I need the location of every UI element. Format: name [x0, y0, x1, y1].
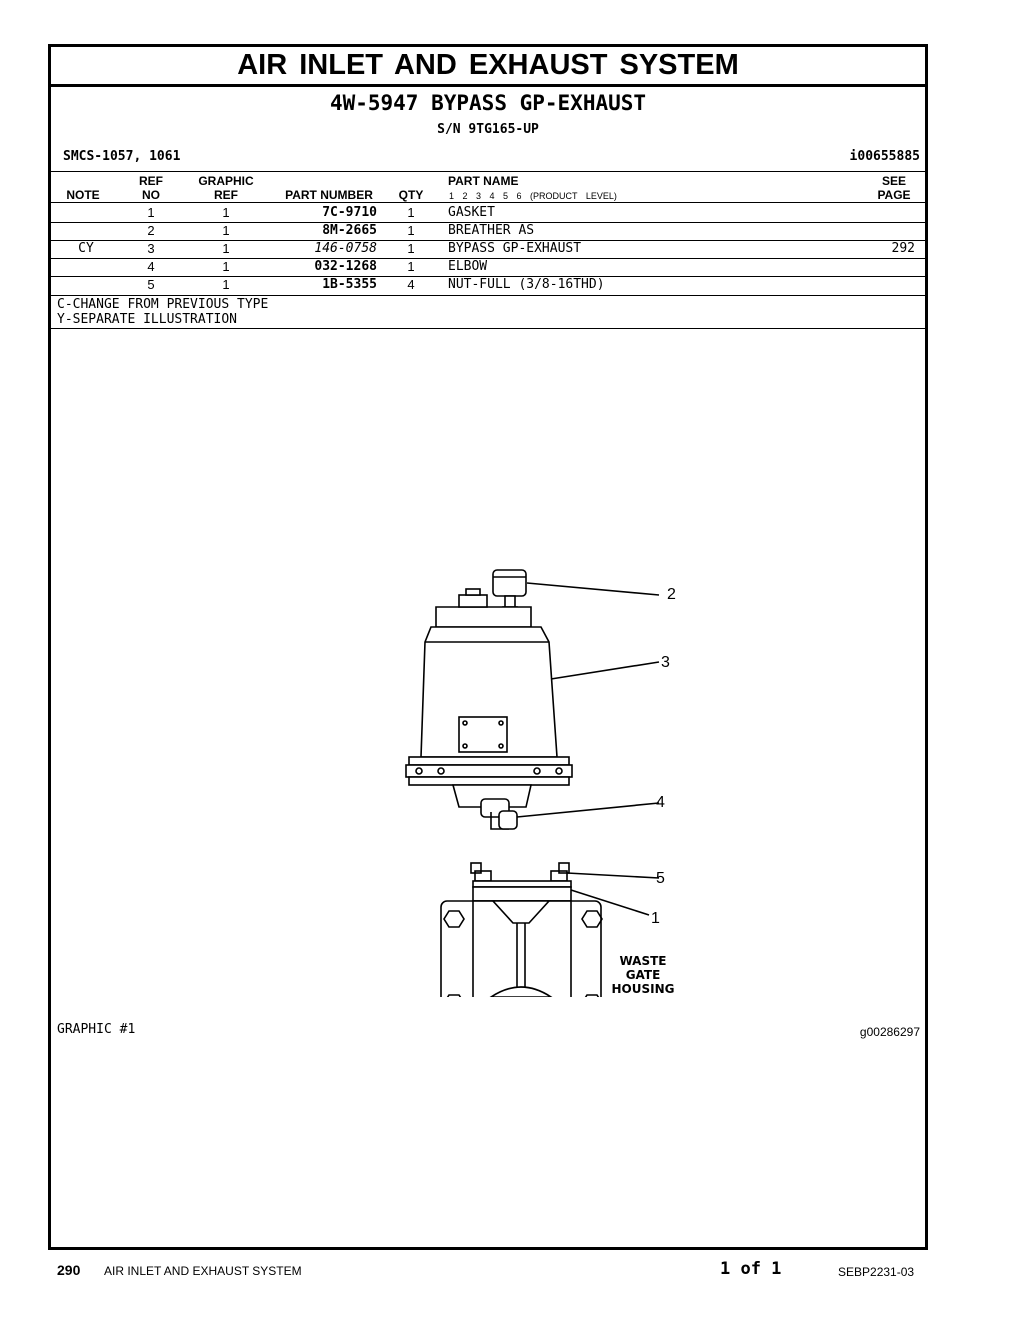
callout-2: 2 — [667, 586, 676, 603]
see-page-value: 292 — [891, 241, 915, 256]
smcs-code: SMCS-1057, 1061 — [63, 149, 181, 164]
footer-document-number: SEBP2231-03 — [838, 1265, 915, 1279]
illustration-id: i00655885 — [849, 149, 920, 164]
part-name: GASKET — [448, 205, 495, 220]
page-title: AIR INLET AND EXHAUST SYSTEM — [51, 47, 925, 87]
housing-label-line: HOUSING — [612, 982, 675, 996]
footer-section-title: AIR INLET AND EXHAUST SYSTEM — [104, 1264, 302, 1278]
divider — [51, 222, 925, 223]
part-number: 146-0758 — [314, 241, 377, 256]
divider — [51, 171, 925, 172]
header-part-number: PART NUMBER — [285, 188, 373, 202]
table-row: 1 1 7C-9710 1 GASKET — [147, 205, 495, 220]
part-number: 8M-2665 — [322, 223, 377, 238]
page-frame: AIR INLET AND EXHAUST SYSTEM 4W-5947 BYP… — [48, 44, 928, 1250]
serial-number: S/N 9TG165-UP — [437, 122, 539, 137]
group-title: 4W-5947 BYPASS GP-EXHAUST — [329, 91, 647, 115]
divider — [51, 276, 925, 277]
footer-page-number: 290 — [57, 1262, 81, 1278]
housing-label-line: WASTE — [619, 954, 666, 968]
housing-label-line: GATE — [626, 968, 661, 982]
table-row: 5 1 1B-5355 4 NUT-FULL (3/8-16THD) — [147, 277, 605, 292]
note-line: C-CHANGE FROM PREVIOUS TYPE — [57, 297, 269, 312]
divider — [51, 240, 925, 241]
callout-1: 1 — [651, 910, 660, 927]
divider — [51, 258, 925, 259]
table-row: 4 1 032-1268 1 ELBOW — [147, 259, 488, 274]
header-product-level: 1 2 3 4 5 6 (PRODUCT LEVEL) — [449, 191, 617, 201]
divider — [51, 202, 925, 203]
header-note: NOTE — [66, 188, 100, 202]
divider — [51, 295, 925, 296]
callout-4: 4 — [656, 794, 665, 811]
part-number: 032-1268 — [314, 259, 377, 274]
table-row: 2 1 8M-2665 1 BREATHER AS — [147, 223, 535, 238]
header-part-name: PART NAME — [448, 174, 519, 188]
part-number: 7C-9710 — [322, 205, 377, 220]
header-qty: QTY — [398, 188, 424, 202]
graphic-label: GRAPHIC #1 — [57, 1022, 136, 1037]
part-name: BYPASS GP-EXHAUST — [448, 241, 582, 256]
callout-3: 3 — [661, 654, 670, 671]
part-name: ELBOW — [448, 259, 488, 274]
parts-illustration: 2 3 4 5 1 WASTE GATE HOUSING — [405, 569, 676, 997]
graphic-id: g00286297 — [859, 1025, 920, 1039]
part-number: 1B-5355 — [322, 277, 377, 292]
note-line: Y-SEPARATE ILLUSTRATION — [57, 312, 238, 327]
part-name: BREATHER AS — [448, 223, 535, 238]
part-name: NUT-FULL (3/8-16THD) — [448, 277, 605, 292]
callout-5: 5 — [656, 870, 665, 887]
divider — [51, 328, 925, 329]
note-code: CY — [78, 241, 94, 256]
footer-page-of: 1 of 1 — [720, 1259, 782, 1279]
notes-legend: C-CHANGE FROM PREVIOUS TYPE Y-SEPARATE I… — [57, 297, 268, 327]
table-row: CY 3 1 146-0758 1 BYPASS GP-EXHAUST 292 — [51, 240, 925, 258]
